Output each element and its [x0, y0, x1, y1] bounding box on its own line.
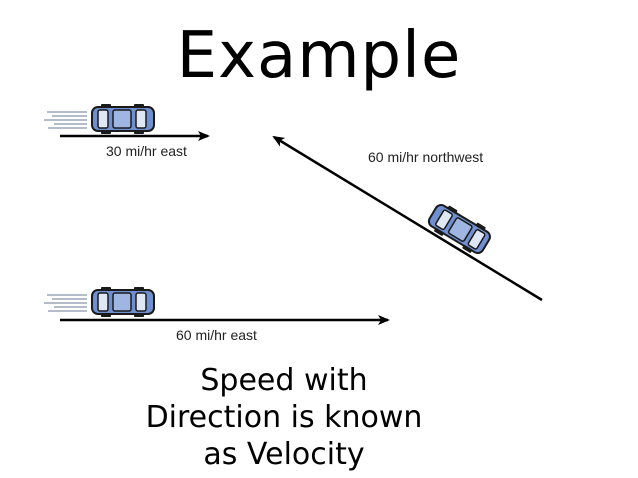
caption-line-1: Speed with [200, 363, 368, 398]
arrow-northwest [272, 135, 543, 302]
caption-line-2: Direction is known [145, 400, 423, 435]
slide-title: Example [176, 19, 462, 93]
label-30-east: 30 mi/hr east [106, 143, 187, 159]
caption-line-3: as Velocity [203, 437, 365, 472]
car-east-slow [43, 103, 155, 135]
label-60-east: 60 mi/hr east [176, 327, 257, 343]
caption: Speed with Direction is known as Velocit… [100, 362, 468, 473]
car-east-fast [43, 286, 155, 318]
label-60-northwest: 60 mi/hr northwest [368, 149, 483, 165]
